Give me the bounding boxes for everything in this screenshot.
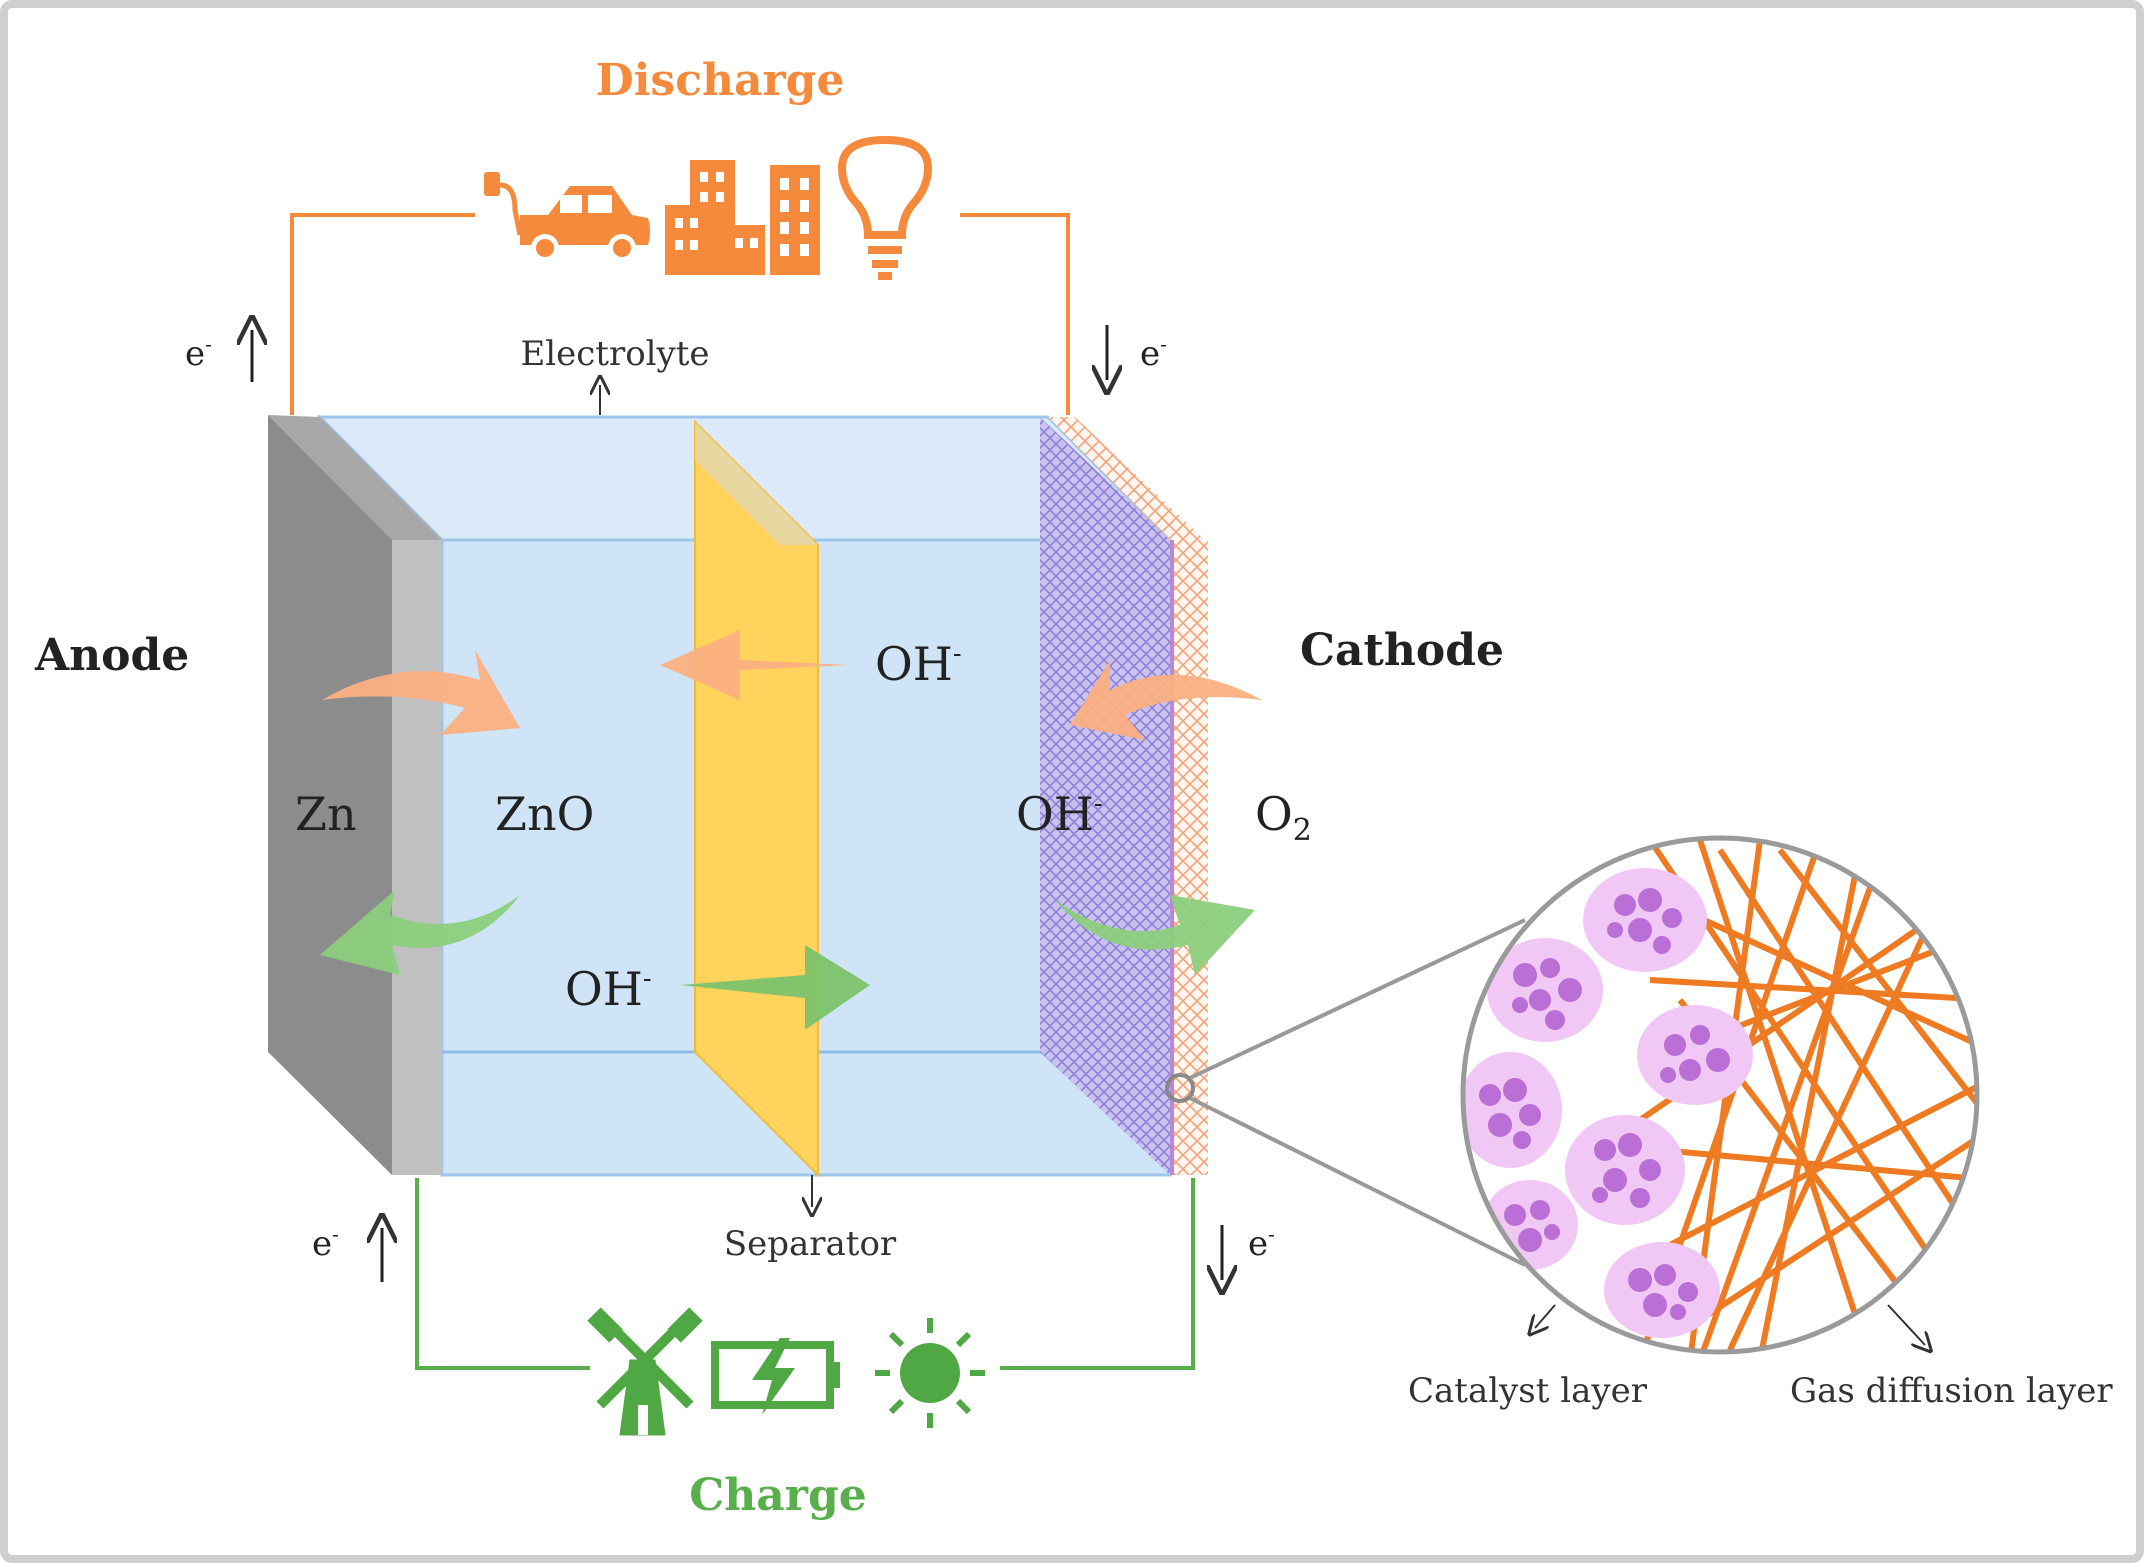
electrolyte-label: Electrolyte bbox=[520, 334, 709, 374]
svg-text:e-: e- bbox=[1248, 1222, 1275, 1264]
discharge-wire-right bbox=[960, 213, 1070, 415]
zn-oxidation-arrow bbox=[322, 650, 520, 735]
oxygen-evolution-arrow bbox=[1055, 895, 1255, 975]
catalyst-layer-label: Catalyst layer bbox=[1408, 1371, 1648, 1411]
zoom-origin-marker bbox=[1165, 1073, 1195, 1103]
oh-cathode-label: OH- bbox=[1016, 787, 1103, 841]
oh-bottom-label: OH- bbox=[565, 962, 652, 1016]
cathode-zoom-inset: Catalyst layer Gas diffusion layer bbox=[1165, 835, 2113, 1411]
anode-label: Anode bbox=[34, 630, 189, 681]
buildings-icon bbox=[665, 160, 820, 275]
windmill-icon bbox=[587, 1307, 703, 1436]
oh-to-anode-arrow bbox=[660, 630, 850, 700]
o2-reduction-arrow bbox=[1070, 660, 1262, 740]
svg-text:e-: e- bbox=[185, 332, 212, 374]
catalyst-layer-pointer bbox=[1535, 1304, 1556, 1328]
zn-label: Zn bbox=[295, 787, 357, 841]
zno-label: ZnO bbox=[495, 787, 594, 841]
zoom-circle-border bbox=[1460, 835, 1980, 1355]
battery-charging-icon bbox=[711, 1338, 840, 1415]
gas-diffusion-pointer bbox=[1887, 1304, 1925, 1345]
gas-diffusion-layer bbox=[1170, 540, 1208, 1175]
charge-wire-right bbox=[1000, 1178, 1195, 1370]
light-bulb-icon bbox=[837, 135, 933, 280]
electric-car-icon bbox=[484, 172, 650, 262]
svg-text:e-: e- bbox=[1140, 332, 1167, 374]
cathode-label: Cathode bbox=[1300, 625, 1504, 676]
separator-label: Separator bbox=[724, 1224, 897, 1264]
anode-top-edge bbox=[268, 415, 442, 540]
catalyst-layer bbox=[1040, 417, 1170, 1175]
electron-down-right-bottom: e- bbox=[1222, 1222, 1275, 1280]
oh-to-cathode-arrow bbox=[680, 945, 870, 1030]
electron-up-left-top: e- bbox=[185, 330, 252, 382]
svg-text:e-: e- bbox=[312, 1222, 339, 1264]
discharge-circuit: Discharge bbox=[185, 55, 1167, 415]
charge-circuit: Charge e- bbox=[312, 1178, 1275, 1521]
anode-front-edge bbox=[392, 540, 442, 1175]
o2-label: O2 bbox=[1255, 787, 1312, 848]
zno-reduction-arrow bbox=[320, 890, 520, 975]
electron-up-left-bottom: e- bbox=[312, 1222, 382, 1282]
electron-down-right-top: e- bbox=[1107, 325, 1167, 380]
gas-diffusion-top bbox=[1048, 417, 1205, 540]
discharge-wire-left bbox=[290, 213, 475, 415]
gas-diffusion-layer-label: Gas diffusion layer bbox=[1790, 1371, 2113, 1411]
anode-plate bbox=[268, 415, 392, 1175]
battery-cell: Electrolyte Separator Anode Cathode Zn Z… bbox=[34, 334, 1504, 1264]
charge-wire-left bbox=[415, 1178, 590, 1370]
discharge-label: Discharge bbox=[596, 55, 845, 106]
sun-icon bbox=[875, 1318, 985, 1428]
oh-top-label: OH- bbox=[875, 637, 962, 691]
charge-label: Charge bbox=[689, 1470, 866, 1521]
